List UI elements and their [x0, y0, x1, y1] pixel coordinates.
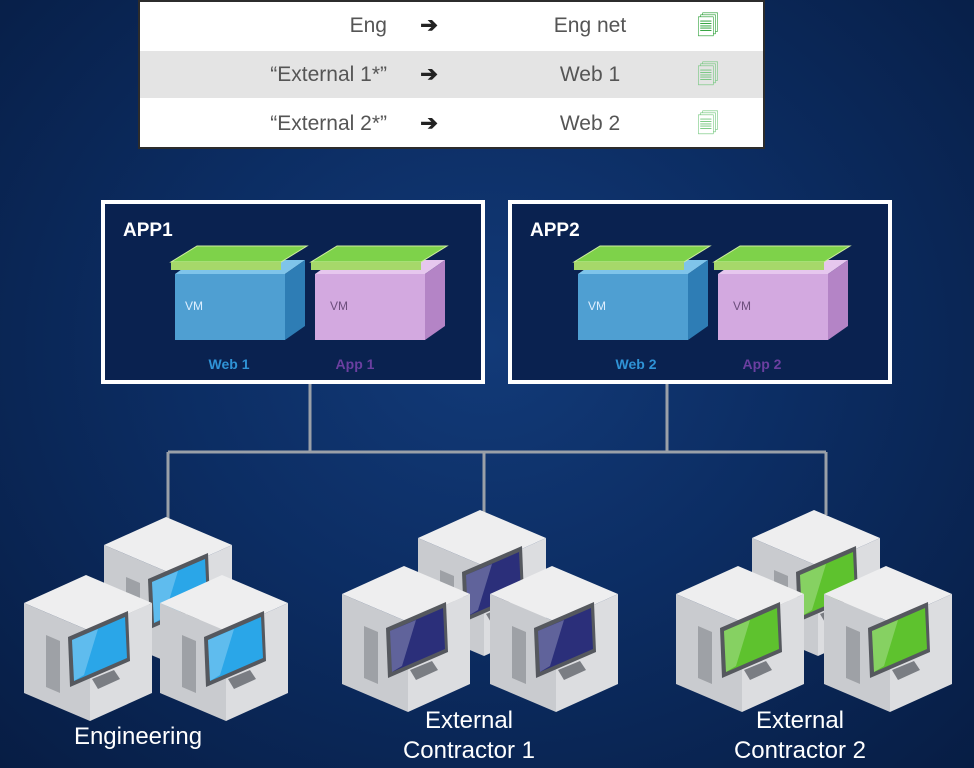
- document-icon[interactable]: 🗐: [697, 62, 719, 87]
- app-container-app1[interactable]: APP1 VM VM Web 1 App 1: [101, 200, 485, 384]
- svg-text:VM: VM: [185, 299, 203, 313]
- desktop-computer-icon: [342, 566, 470, 712]
- desktop-computer-icon: [24, 575, 152, 721]
- vm-app-icon: VM: [712, 245, 852, 340]
- rule-source: Eng: [349, 14, 387, 37]
- vm-web-icon: VM: [572, 245, 712, 340]
- rule-row: “External 2*” ➔ Web 2 🗐: [140, 100, 763, 147]
- svg-text:VM: VM: [588, 299, 606, 313]
- rule-destination: Web 1: [559, 63, 621, 86]
- app-title: APP1: [123, 220, 173, 241]
- arrow-icon: ➔: [420, 14, 438, 37]
- group-label-engineering: Engineering: [73, 723, 203, 750]
- app-container-app2[interactable]: APP2 VM VM Web 2 App 2: [508, 200, 892, 384]
- svg-text:VM: VM: [330, 299, 348, 313]
- vm-label-web: Web 2: [615, 356, 657, 372]
- rules-table: Eng ➔ Eng net 🗐 “External 1*” ➔ Web 1 🗐 …: [138, 0, 765, 149]
- vm-app-icon: VM: [309, 245, 449, 340]
- rule-source: “External 1*”: [270, 63, 387, 86]
- vm-label-web: Web 1: [208, 356, 250, 372]
- rule-row: Eng ➔ Eng net 🗐: [140, 2, 763, 49]
- vm-label-app: App 1: [335, 356, 375, 372]
- desktop-computer-icon: [676, 566, 804, 712]
- vm-cubes: VM VM: [169, 245, 449, 340]
- desktop-group[interactable]: [342, 510, 618, 712]
- desktop-computer-icon: [490, 566, 618, 712]
- arrow-icon: ➔: [420, 63, 438, 86]
- document-icon[interactable]: 🗐: [697, 13, 719, 38]
- vm-label-app: App 2: [742, 356, 782, 372]
- rule-row: “External 1*” ➔ Web 1 🗐: [140, 51, 763, 98]
- desktop-computer-icon: [160, 575, 288, 721]
- arrow-icon: ➔: [420, 112, 438, 135]
- document-icon[interactable]: 🗐: [697, 111, 719, 136]
- svg-text:VM: VM: [733, 299, 751, 313]
- rule-source: “External 2*”: [270, 112, 387, 135]
- desktop-group[interactable]: [24, 517, 288, 721]
- vm-cubes: VM VM: [572, 245, 852, 340]
- vm-web-icon: VM: [169, 245, 309, 340]
- rule-destination: Eng net: [553, 14, 627, 37]
- desktop-computer-icon: [824, 566, 952, 712]
- rule-destination: Web 2: [559, 112, 621, 135]
- desktop-group[interactable]: [676, 510, 952, 712]
- app-title: APP2: [530, 220, 580, 241]
